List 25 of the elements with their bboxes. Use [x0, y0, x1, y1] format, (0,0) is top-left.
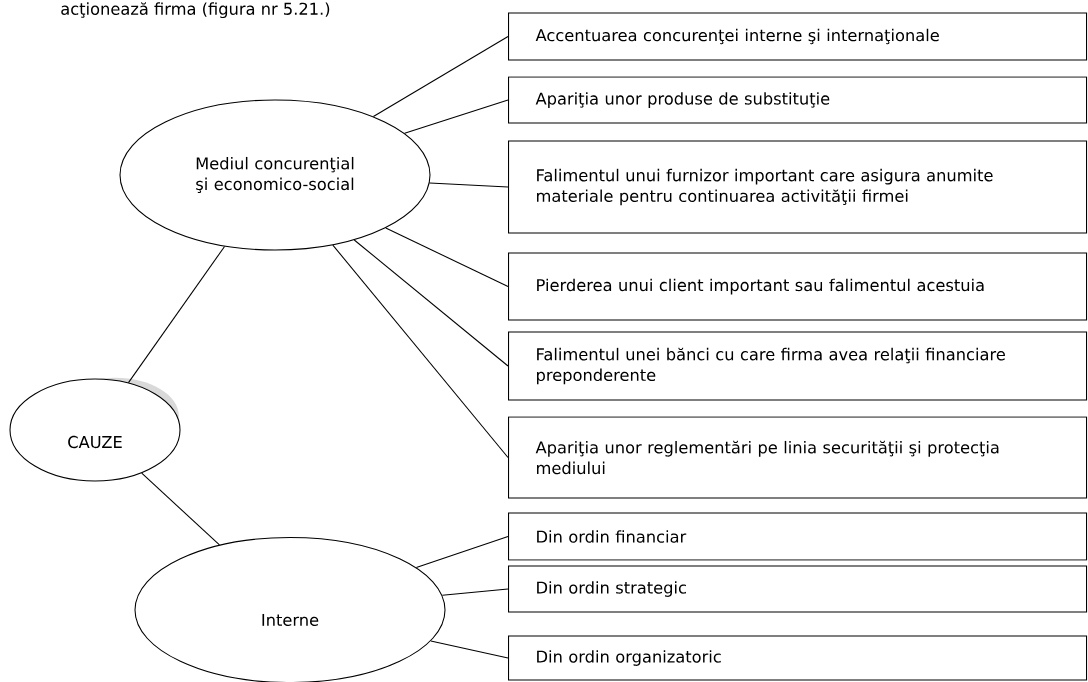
text-box: Pierderea unui client important sau falimentul acestuia: [508, 252, 1088, 321]
connector-line: [332, 244, 509, 459]
connector-line: [141, 472, 220, 546]
text-box: Falimentul unei bănci cu care firma avea relaţii financiare preponderente: [508, 331, 1088, 401]
connector-line: [127, 245, 226, 384]
connector-line: [415, 535, 509, 568]
text-box: Apariţia unor reglementări pe linia securităţii şi protecţia mediului: [508, 416, 1088, 499]
connector-line: [372, 35, 509, 118]
ellipse-node: Interne: [134, 536, 446, 682]
connector-line: [430, 640, 509, 659]
ellipse-node: Mediul concurenţial şi economico-social: [119, 99, 431, 251]
connector-line: [353, 239, 509, 367]
node-label: Interne: [262, 613, 319, 627]
text-box: Din ordin organizatoric: [508, 635, 1088, 681]
connector-line: [385, 227, 509, 288]
ellipse-node: CAUZE: [9, 378, 181, 482]
connector-line: [404, 99, 509, 134]
connector-line: [429, 182, 509, 188]
text-box: Din ordin strategic: [508, 565, 1088, 613]
heading-text: acţionează firma (figura nr 5.21.): [61, 2, 330, 19]
text-box: Apariţia unor produse de substituţie: [508, 76, 1088, 124]
text-box: Din ordin financiar: [508, 512, 1088, 561]
text-box: Falimentul unui furnizor important care asigura anumite materiale pentru continuarea activităţii firmei: [508, 140, 1088, 234]
text-box: Accentuarea concurenţei interne şi internaţionale: [508, 12, 1088, 61]
connector-line: [441, 588, 509, 596]
